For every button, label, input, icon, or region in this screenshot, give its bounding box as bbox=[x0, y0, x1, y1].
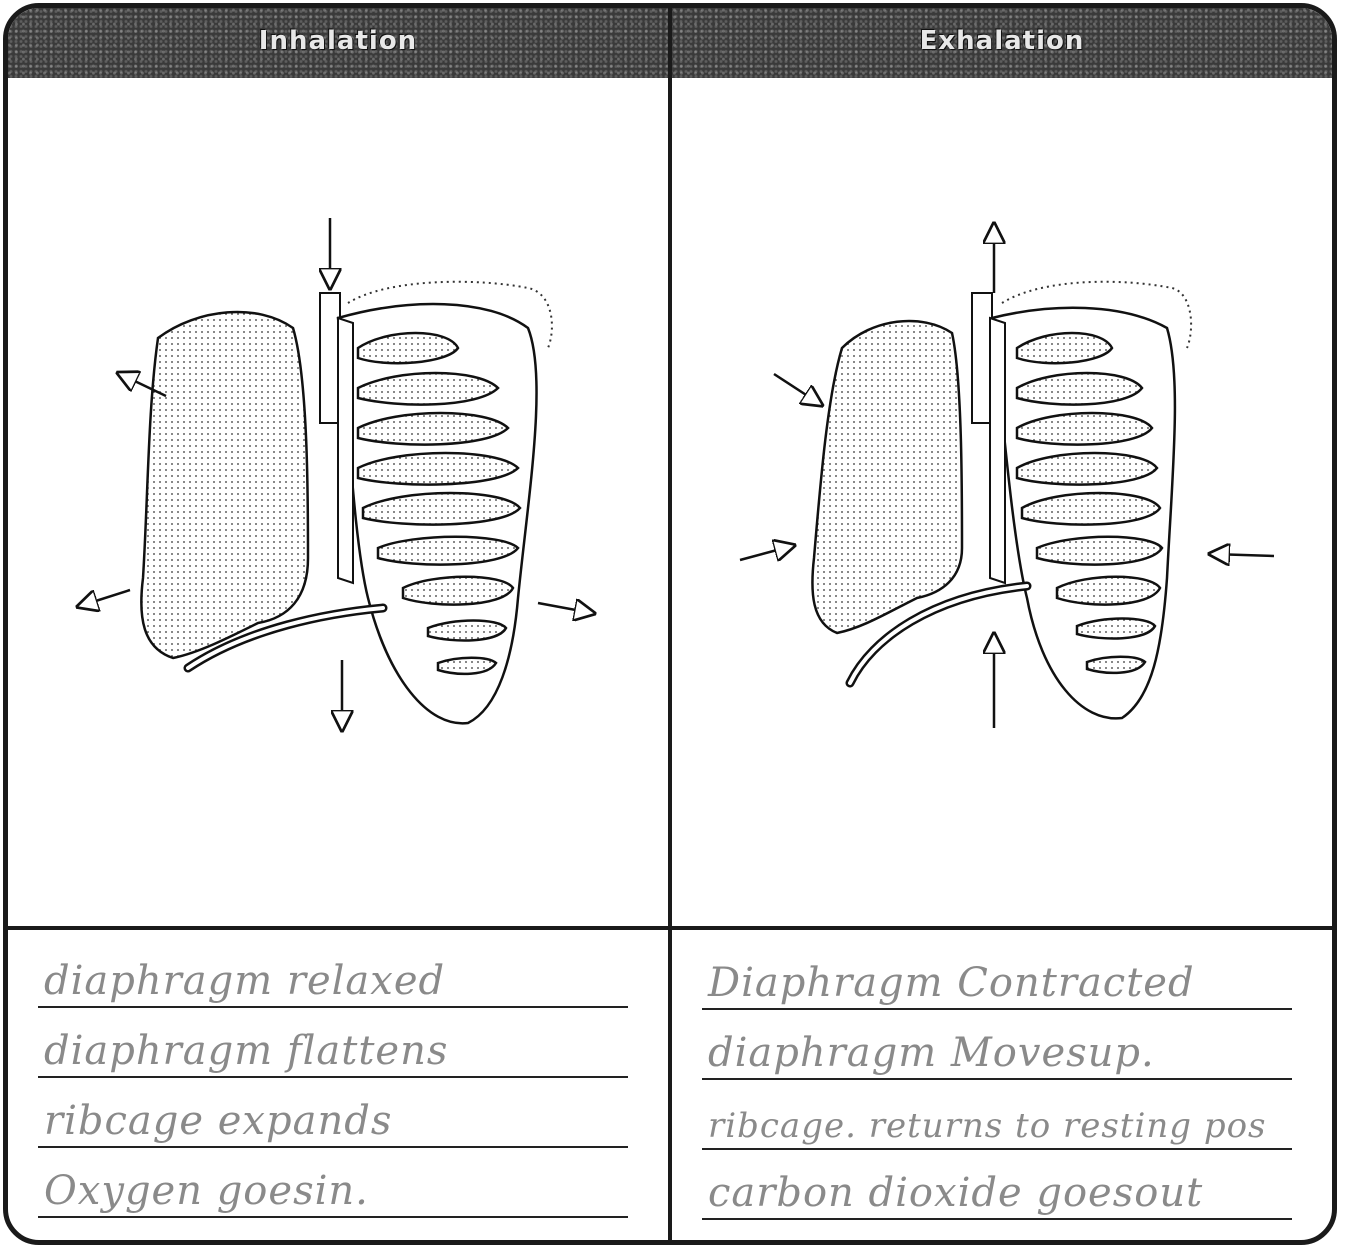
worksheet: Inhalation Exhalation bbox=[3, 3, 1337, 1245]
note-line: diaphragm relaxed bbox=[38, 938, 628, 1008]
note-line: Diaphragm Contracted bbox=[702, 940, 1292, 1010]
note-text: diaphragm relaxed bbox=[44, 958, 445, 1004]
arrow-right-icon bbox=[538, 603, 592, 613]
arrow-right-icon bbox=[740, 546, 792, 560]
inhalation-title: Inhalation bbox=[8, 26, 668, 56]
note-line: ribcage expands bbox=[38, 1078, 628, 1148]
note-text: ribcage. returns to resting pos bbox=[708, 1106, 1267, 1146]
exhalation-lungs-ribcage bbox=[672, 78, 1332, 926]
arrow-right-icon bbox=[774, 374, 820, 404]
inhalation-diagram bbox=[8, 78, 668, 926]
note-text: carbon dioxide goesout bbox=[708, 1170, 1203, 1216]
note-text: Diaphragm Contracted bbox=[708, 960, 1195, 1006]
exhalation-title: Exhalation bbox=[672, 26, 1332, 56]
arrow-left-icon bbox=[1212, 554, 1274, 556]
note-line: ribcage. returns to resting pos bbox=[702, 1080, 1292, 1150]
inhalation-lungs-ribcage bbox=[8, 78, 668, 926]
note-text: Oxygen goesin. bbox=[44, 1168, 369, 1214]
note-text: diaphragm Movesup. bbox=[708, 1030, 1155, 1076]
note-line: Oxygen goesin. bbox=[38, 1148, 628, 1218]
sternum bbox=[338, 318, 353, 583]
note-text: diaphragm flattens bbox=[44, 1028, 448, 1074]
note-text: ribcage expands bbox=[44, 1098, 392, 1144]
sternum bbox=[990, 318, 1005, 583]
exhalation-diagram bbox=[672, 78, 1332, 926]
note-line: diaphragm Movesup. bbox=[702, 1010, 1292, 1080]
note-line: diaphragm flattens bbox=[38, 1008, 628, 1078]
arrow-left-icon bbox=[80, 590, 130, 606]
exhalation-notes: Diaphragm Contracted diaphragm Movesup. … bbox=[692, 930, 1322, 1230]
lung-shape bbox=[141, 312, 308, 658]
inhalation-notes: diaphragm relaxed diaphragm flattens rib… bbox=[28, 930, 658, 1230]
note-line: carbon dioxide goesout bbox=[702, 1150, 1292, 1220]
lung-shape bbox=[812, 321, 962, 633]
